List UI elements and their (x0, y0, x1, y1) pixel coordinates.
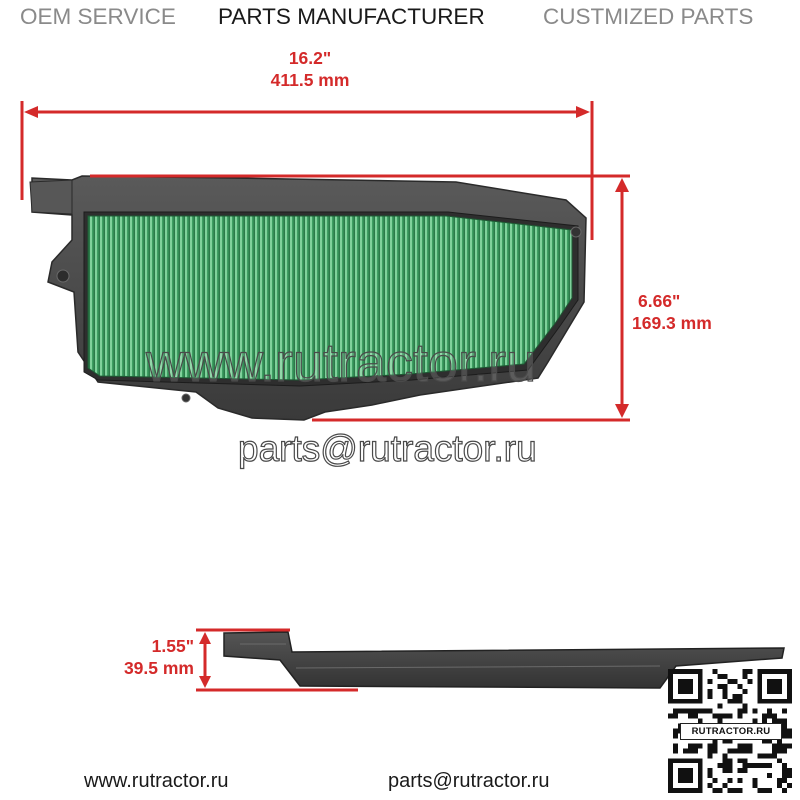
qr-label: RUTRACTOR.RU (680, 723, 782, 740)
footer-email-link[interactable]: parts@rutractor.ru (388, 770, 550, 792)
mounting-tab (29, 179, 73, 215)
width-inches: 16.2" (288, 48, 332, 68)
thickness-inches: 1.55" (151, 636, 194, 656)
header-tagline: OEM SERVICE PARTS MANUFACTURER CUSTMIZED… (0, 4, 800, 34)
height-dimension-label: 6.66" 169.3 mm (632, 290, 712, 334)
filter-side-view (223, 631, 785, 689)
filter-pleated-media (87, 215, 573, 381)
watermark-url: www.rutractor.ru (145, 332, 537, 393)
width-mm: 411.5 mm (270, 70, 350, 90)
width-dimension-label: 16.2" 411.5 mm (250, 47, 370, 91)
header-parts-manufacturer: PARTS MANUFACTURER (218, 4, 485, 29)
mounting-hole (56, 269, 70, 283)
thickness-dimension-label: 1.55" 39.5 mm (100, 635, 194, 679)
height-dimension-line (90, 174, 630, 422)
thickness-mm: 39.5 mm (123, 658, 194, 678)
height-mm: 169.3 mm (632, 313, 712, 333)
footer-website-link[interactable]: www.rutractor.ru (84, 770, 229, 792)
watermark-email: parts@rutractor.ru (237, 427, 537, 469)
header-oem-service: OEM SERVICE (20, 4, 176, 29)
thickness-dimension-line (196, 628, 358, 692)
width-dimension-line (20, 101, 594, 240)
header-customized-parts: CUSTMIZED PARTS (543, 4, 754, 29)
height-inches: 6.66" (638, 291, 681, 311)
